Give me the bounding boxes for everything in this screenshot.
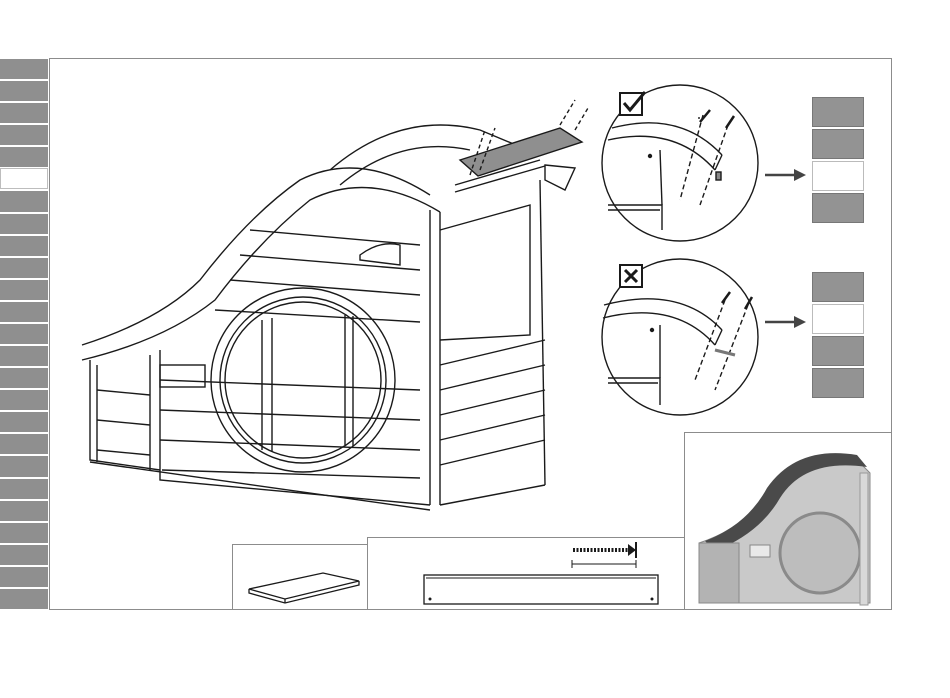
completed-view-box [684, 432, 892, 610]
part-board-box [232, 544, 368, 610]
wrong-board-stack [812, 272, 864, 400]
board-block [812, 272, 864, 302]
board-part-drawing [233, 545, 369, 611]
board-block [812, 97, 864, 127]
completed-playhouse-render [685, 433, 893, 611]
board-block [812, 193, 864, 223]
arrow-right-icon [765, 316, 806, 328]
screw-icon [572, 542, 636, 568]
board-block [812, 368, 864, 398]
board-block [812, 336, 864, 366]
cross-box-icon [620, 265, 642, 287]
plank-screw-drawing [368, 538, 686, 611]
part-plank-screw-box [367, 537, 685, 610]
board-block [812, 161, 864, 191]
correct-board-stack [812, 97, 864, 225]
board-block [812, 129, 864, 159]
board-block [812, 304, 864, 334]
